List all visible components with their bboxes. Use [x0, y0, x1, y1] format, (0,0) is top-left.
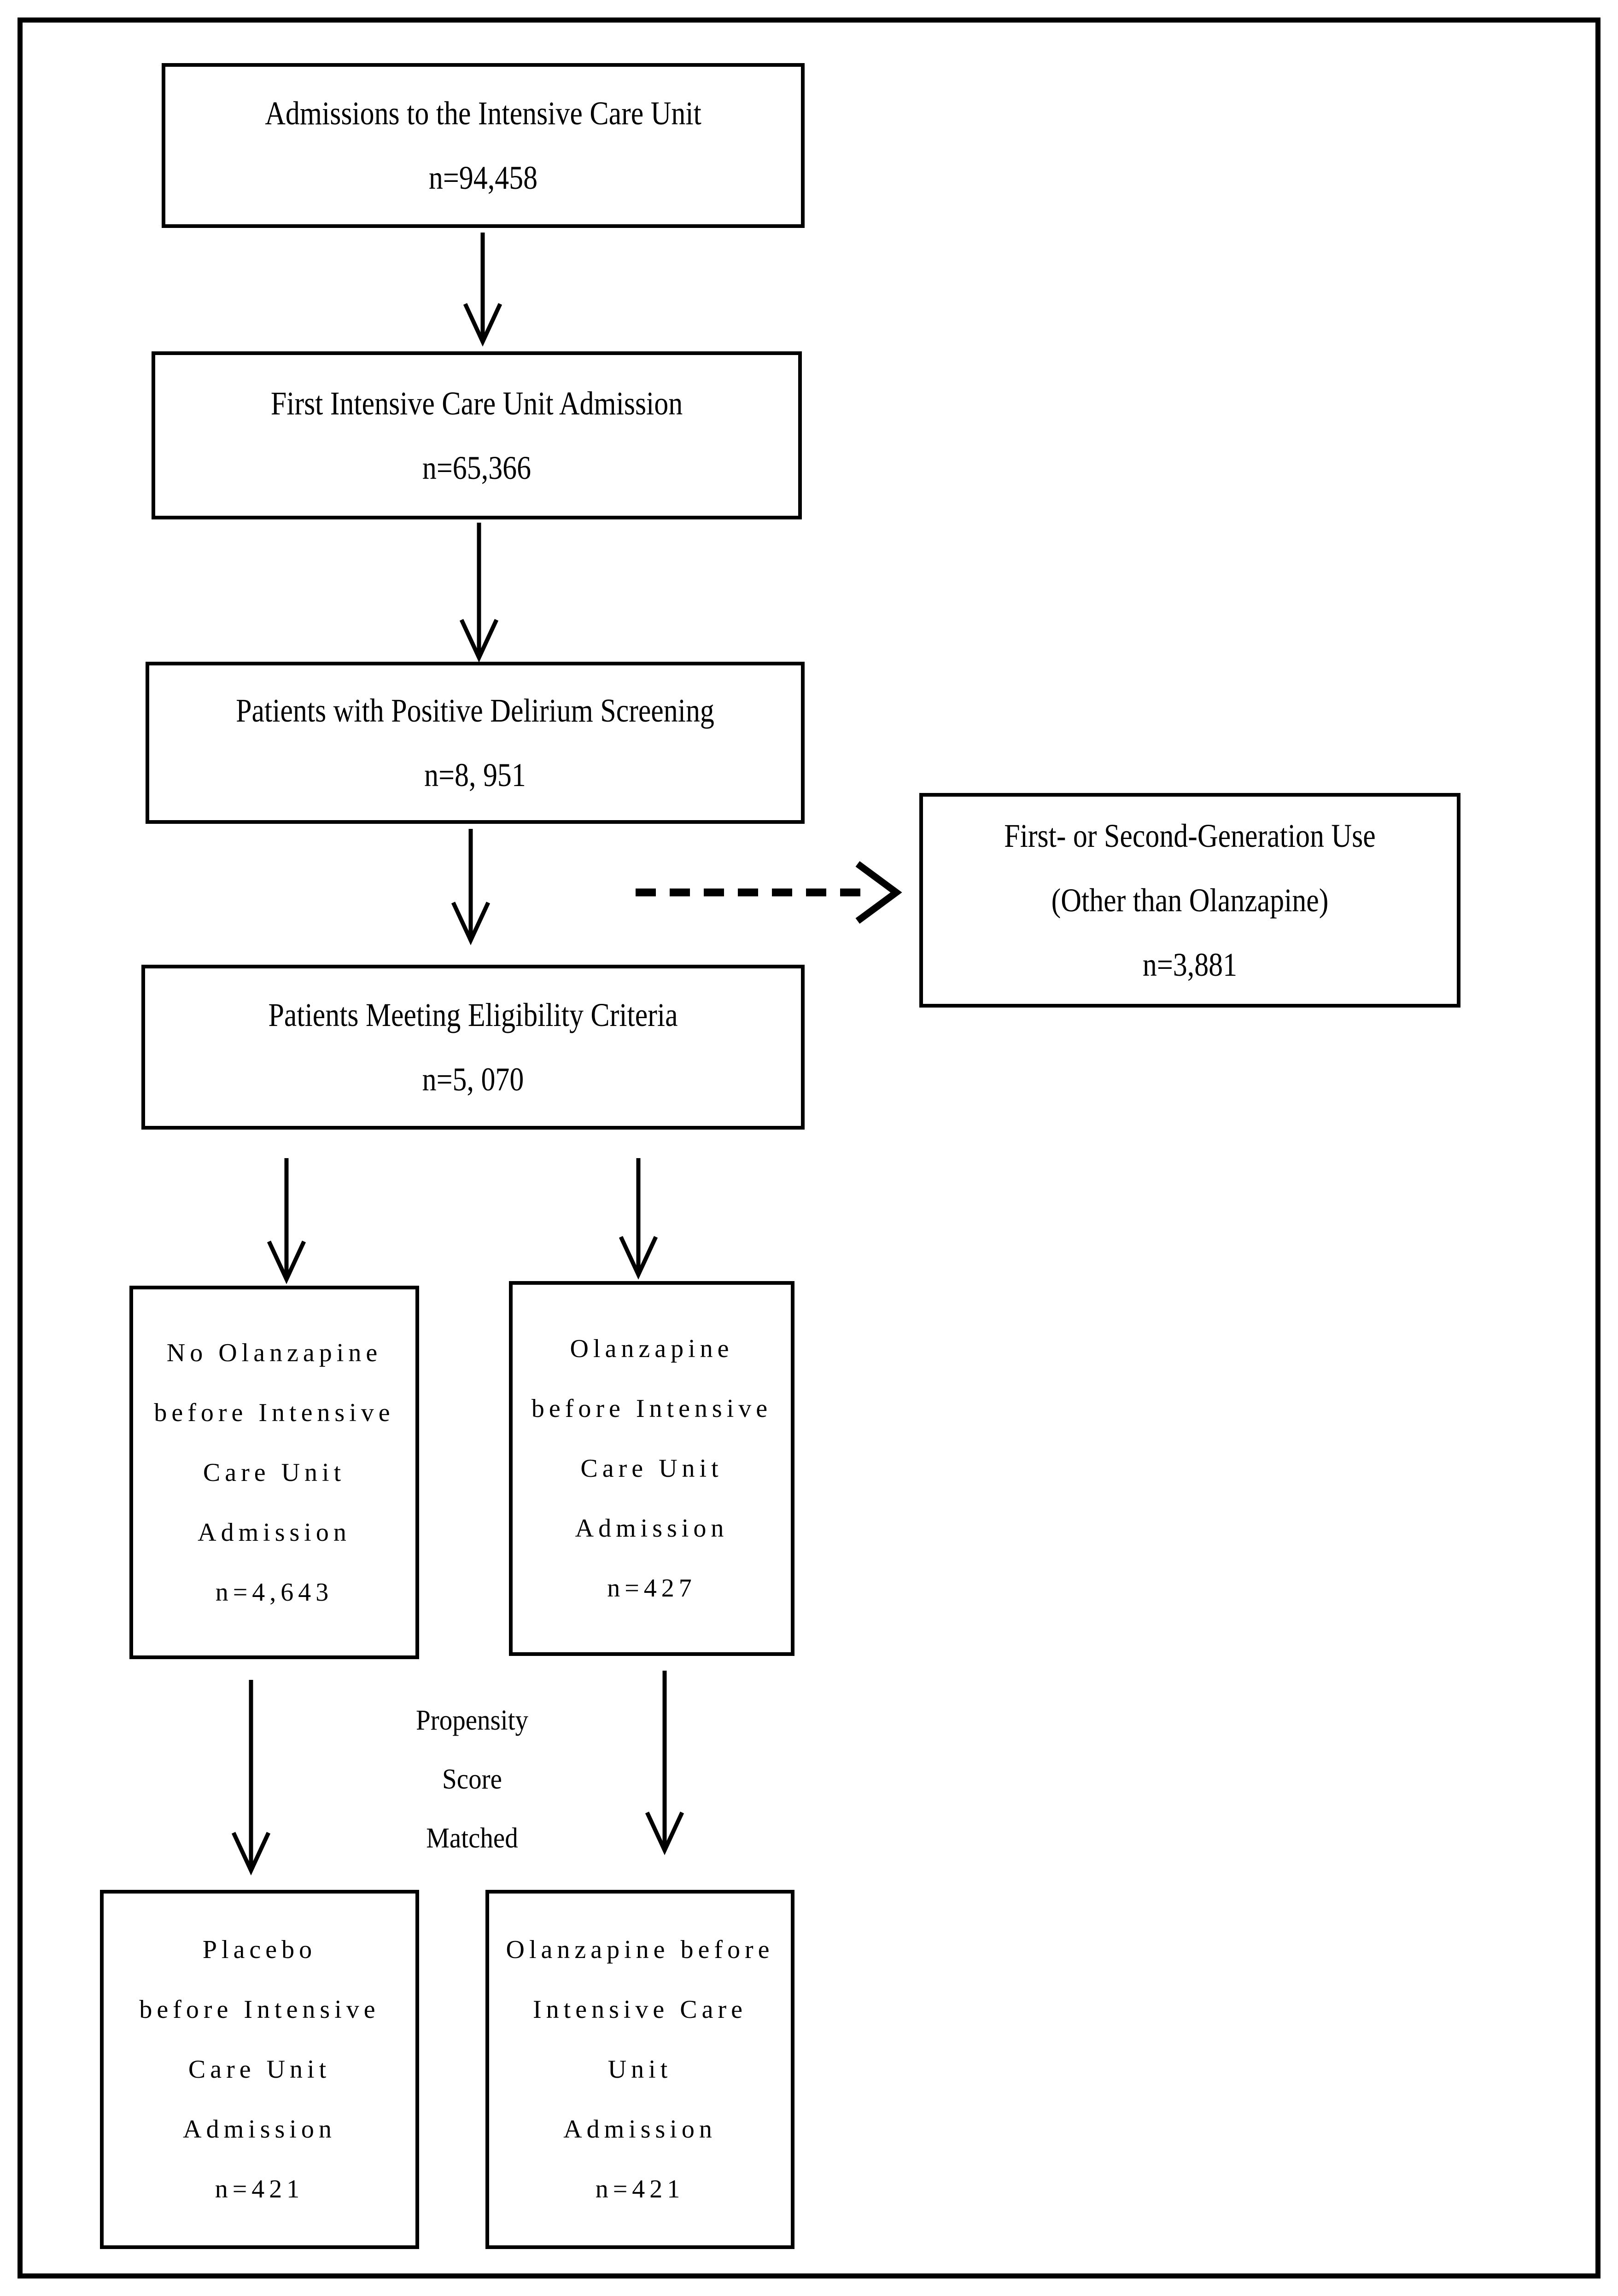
flow-box-first-or-second-generation-use: First- or Second-Generation Use (Other t…: [919, 793, 1460, 1008]
flow-box-title: Unit: [607, 2055, 672, 2084]
flow-box-count: n=421: [595, 2175, 685, 2203]
label-line: Matched: [426, 1823, 518, 1854]
flow-box-count: n=5, 070: [422, 1061, 524, 1098]
propensity-score-matched-label: Propensity Score Matched: [373, 1691, 572, 1868]
flow-box-first-icu-admission: First Intensive Care Unit Admission n=65…: [152, 351, 802, 519]
flow-box-title: Care Unit: [203, 1458, 346, 1487]
flow-box-subtitle: (Other than Olanzapine): [1051, 882, 1329, 919]
flow-box-title: Intensive Care: [533, 1995, 747, 2024]
flow-box-title: Admission: [198, 1518, 351, 1547]
flow-box-count: n=94,458: [428, 159, 538, 196]
flow-box-meeting-eligibility-criteria: Patients Meeting Eligibility Criteria n=…: [141, 965, 805, 1130]
flow-box-title: before Intensive: [154, 1398, 395, 1427]
flow-box-olanzapine-before-icu: Olanzapine before Intensive Care Unit Ad…: [509, 1281, 794, 1656]
flow-box-title: First- or Second-Generation Use: [1004, 817, 1376, 854]
flow-box-title: Care Unit: [580, 1454, 723, 1483]
label-line: Score: [442, 1764, 502, 1795]
flow-box-title: before Intensive: [531, 1394, 772, 1423]
flow-box-title: Admission: [563, 2115, 717, 2144]
flow-box-title: Admissions to the Intensive Care Unit: [265, 95, 701, 132]
flow-box-title: Admission: [575, 1514, 729, 1543]
figure-border: [18, 17, 1600, 2279]
flow-box-admissions: Admissions to the Intensive Care Unit n=…: [162, 63, 805, 228]
label-line: Propensity: [415, 1705, 529, 1736]
flow-box-count: n=427: [607, 1574, 696, 1603]
flow-box-title: Patients with Positive Delirium Screenin…: [236, 692, 714, 729]
flow-box-positive-delirium-screening: Patients with Positive Delirium Screenin…: [146, 662, 805, 824]
flow-box-title: Care Unit: [188, 2055, 331, 2084]
flow-box-title: before Intensive: [139, 1995, 380, 2024]
flow-box-count: n=65,366: [422, 449, 532, 486]
flow-box-count: n=4,643: [215, 1578, 333, 1607]
flow-box-title: Admission: [183, 2115, 336, 2144]
flow-box-no-olanzapine-before-icu: No Olanzapine before Intensive Care Unit…: [129, 1286, 419, 1659]
flow-box-count: n=3,881: [1142, 946, 1238, 983]
flow-box-title: Olanzapine: [570, 1334, 734, 1363]
flow-box-title: Placebo: [202, 1935, 317, 1964]
flow-box-count: n=8, 951: [424, 757, 526, 793]
flow-box-count: n=421: [215, 2175, 304, 2203]
flow-box-olanzapine-before-icu-matched: Olanzapine before Intensive Care Unit Ad…: [485, 1890, 794, 2249]
flow-box-title: No Olanzapine: [166, 1338, 382, 1367]
flow-box-title: Patients Meeting Eligibility Criteria: [268, 996, 678, 1033]
flow-box-title: Olanzapine before: [506, 1935, 774, 1964]
flow-box-placebo-before-icu: Placebo before Intensive Care Unit Admis…: [100, 1890, 419, 2249]
flow-box-title: First Intensive Care Unit Admission: [270, 385, 683, 422]
